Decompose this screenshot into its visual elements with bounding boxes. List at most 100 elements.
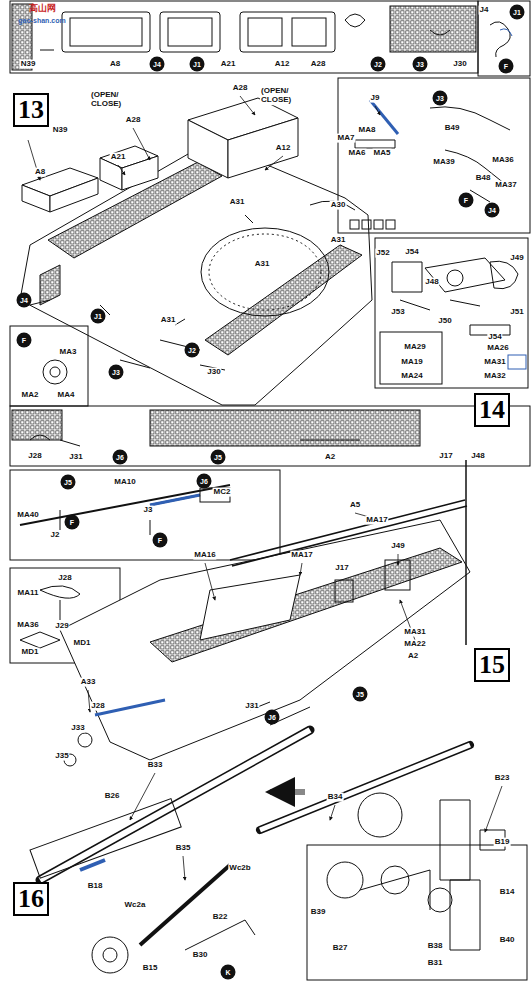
part-number: MA3 xyxy=(59,348,78,357)
part-number: B38 xyxy=(427,942,444,951)
part-number: MA29 xyxy=(403,343,426,352)
part-number: A30 xyxy=(330,201,347,210)
part-number: B19 xyxy=(494,838,511,847)
step-number: 15 xyxy=(474,648,510,682)
part-number: B35 xyxy=(175,844,192,853)
part-number: A2 xyxy=(407,652,419,661)
part-number: A8 xyxy=(34,168,46,177)
part-number: A8 xyxy=(109,60,121,69)
part-number: A12 xyxy=(274,60,291,69)
part-number: J17 xyxy=(334,564,349,573)
step-number-text: 15 xyxy=(479,652,505,678)
part-number: J48 xyxy=(424,278,439,287)
option-note: (OPEN/ CLOSE) xyxy=(260,87,296,105)
callout-circle: J1 xyxy=(91,309,106,324)
callout-circle: J2 xyxy=(185,343,200,358)
part-number: B34 xyxy=(327,793,344,802)
part-number: J30 xyxy=(206,368,221,377)
part-number: J49 xyxy=(390,542,405,551)
part-number: MA36 xyxy=(16,621,39,630)
part-number: MA26 xyxy=(486,344,509,353)
part-number: MA32 xyxy=(483,372,506,381)
callout-circle: J2 xyxy=(371,57,386,72)
callout-circle: F xyxy=(153,533,168,548)
leader-line xyxy=(300,563,302,575)
part-number: MA16 xyxy=(193,551,216,560)
step-number-text: 14 xyxy=(479,397,505,423)
part-number: MA24 xyxy=(400,372,423,381)
part-number: A31 xyxy=(160,316,177,325)
part-number: A31 xyxy=(254,260,271,269)
part-number: B15 xyxy=(142,964,159,973)
leader-line xyxy=(118,165,125,175)
part-number: N39 xyxy=(20,60,37,69)
leader-line xyxy=(130,773,155,820)
part-number: N39 xyxy=(52,126,69,135)
part-number: B26 xyxy=(104,792,121,801)
step-number-text: 13 xyxy=(18,97,44,123)
callout-circle: F xyxy=(459,193,474,208)
part-number: B40 xyxy=(499,936,516,945)
part-number: J49 xyxy=(509,254,524,263)
part-number: MA2 xyxy=(21,391,40,400)
part-number: B48 xyxy=(475,174,492,183)
part-number: B30 xyxy=(192,951,209,960)
part-number: MA22 xyxy=(403,640,426,649)
part-number: B14 xyxy=(499,888,516,897)
part-number: B27 xyxy=(332,944,349,953)
part-number: J31 xyxy=(68,453,83,462)
callout-circle: J4 xyxy=(485,203,500,218)
part-number: A28 xyxy=(125,116,142,125)
leader-line xyxy=(265,156,283,170)
callout-circle: J5 xyxy=(211,450,226,465)
part-number: MA4 xyxy=(57,391,76,400)
part-number: Wc2b xyxy=(228,864,251,873)
part-number: A33 xyxy=(80,678,97,687)
part-number: A5 xyxy=(349,501,361,510)
part-number: MA31 xyxy=(403,628,426,637)
part-number: Wc2a xyxy=(124,901,147,910)
part-number: MA5 xyxy=(373,149,392,158)
watermark: 高山网 xyxy=(28,4,57,14)
part-number: MD1 xyxy=(73,639,92,648)
callout-circle: J3 xyxy=(433,91,448,106)
leader-line xyxy=(375,106,380,115)
part-number: MA39 xyxy=(432,158,455,167)
leader-line xyxy=(205,563,215,600)
leader-line xyxy=(485,786,502,832)
part-number: B23 xyxy=(494,774,511,783)
part-number: MA17 xyxy=(290,551,313,560)
part-number: J28 xyxy=(57,574,72,583)
callout-circle: J3 xyxy=(109,365,124,380)
part-number: MA6 xyxy=(348,149,367,158)
part-number: MA11 xyxy=(17,589,40,598)
part-number: B33 xyxy=(147,761,164,770)
step-number: 16 xyxy=(13,882,49,916)
part-number: MA36 xyxy=(491,156,514,165)
part-number: J4 xyxy=(479,6,490,15)
leader-line xyxy=(133,128,150,160)
callout-circle: J1 xyxy=(190,57,205,72)
callout-circle: J6 xyxy=(265,710,280,725)
part-number: MA8 xyxy=(358,126,377,135)
part-number: A31 xyxy=(330,236,347,245)
part-number: A12 xyxy=(275,144,292,153)
callout-circle: K xyxy=(221,965,236,980)
part-number: J9 xyxy=(370,94,381,103)
leader-line xyxy=(330,805,335,820)
part-number: J51 xyxy=(509,308,524,317)
part-number: MA37 xyxy=(494,181,517,190)
part-number: B39 xyxy=(310,908,327,917)
part-number: MA31 xyxy=(483,358,506,367)
part-number: A28 xyxy=(310,60,327,69)
part-number: B18 xyxy=(87,882,104,891)
callout-circle: J5 xyxy=(353,687,368,702)
part-number: J29 xyxy=(54,622,69,631)
part-number: B22 xyxy=(212,913,229,922)
part-number: MC2 xyxy=(213,488,232,497)
part-number: MA17 xyxy=(365,516,388,525)
part-number: MA19 xyxy=(400,358,423,367)
callout-circle: F xyxy=(65,515,80,530)
part-number: J28 xyxy=(27,452,42,461)
